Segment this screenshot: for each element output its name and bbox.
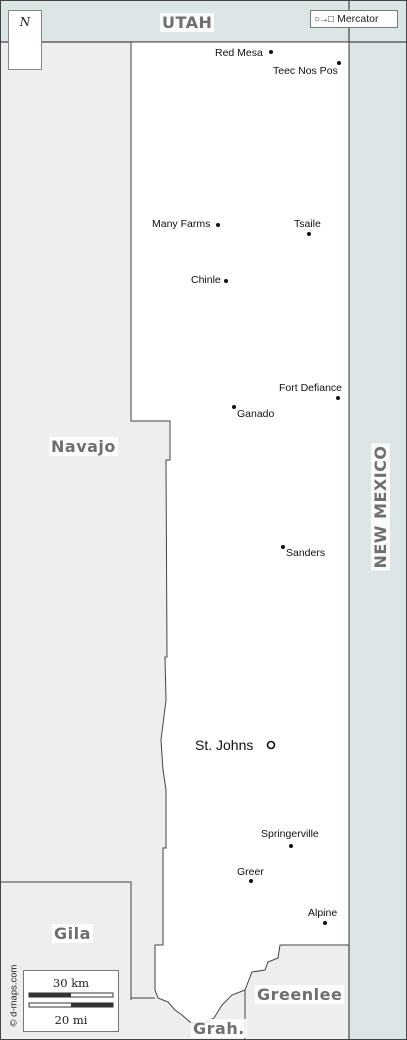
- gila-border: [0, 881, 132, 1000]
- projection-label: Mercator: [337, 13, 379, 25]
- label-chinle: Chinle: [191, 274, 221, 286]
- label-tsaile: Tsaile: [294, 218, 321, 230]
- dot-teec-nos-pos: [337, 61, 341, 65]
- dot-chinle: [224, 279, 228, 283]
- compass: N: [8, 10, 42, 70]
- label-greer: Greer: [237, 866, 264, 878]
- scale-bars: [28, 992, 114, 1008]
- label-greenlee: Greenlee: [255, 985, 345, 1004]
- projection-icon: ○→□: [314, 13, 334, 25]
- scale-km-label: 30 km: [52, 976, 90, 990]
- scale-mi-label: 20 mi: [54, 1013, 88, 1027]
- label-many-farms: Many Farms: [152, 218, 211, 230]
- scale-bar: 30 km 20 mi: [23, 970, 119, 1032]
- label-utah: UTAH: [160, 13, 215, 32]
- label-fort-defiance: Fort Defiance: [279, 382, 343, 394]
- dot-ganado: [232, 405, 236, 409]
- dot-fort-defiance: [336, 396, 340, 400]
- apache-county: [130, 41, 350, 1026]
- label-new-mexico: NEW MEXICO: [371, 443, 390, 571]
- credit: © d-maps.com: [8, 964, 20, 1027]
- projection-box: ○→□ Mercator: [310, 10, 398, 28]
- dot-sanders: [281, 545, 285, 549]
- label-graham: Grah.: [191, 1019, 247, 1038]
- label-springerville: Springerville: [261, 828, 319, 840]
- dot-tsaile: [307, 232, 311, 236]
- label-gila: Gila: [52, 924, 93, 943]
- dot-red-mesa: [269, 50, 273, 54]
- dot-greer: [249, 879, 253, 883]
- dot-alpine: [323, 921, 327, 925]
- label-teec-nos-pos: Teec Nos Pos: [273, 65, 338, 77]
- label-red-mesa: Red Mesa: [215, 47, 263, 59]
- label-st-johns: St. Johns: [195, 737, 254, 753]
- label-alpine: Alpine: [308, 907, 338, 919]
- label-sanders: Sanders: [286, 547, 326, 559]
- dot-st-johns: [266, 740, 276, 750]
- label-ganado: Ganado: [237, 408, 275, 420]
- dot-many-farms: [216, 223, 220, 227]
- label-navajo: Navajo: [49, 437, 118, 456]
- dot-springerville: [289, 844, 293, 848]
- compass-north-letter: N: [19, 15, 31, 29]
